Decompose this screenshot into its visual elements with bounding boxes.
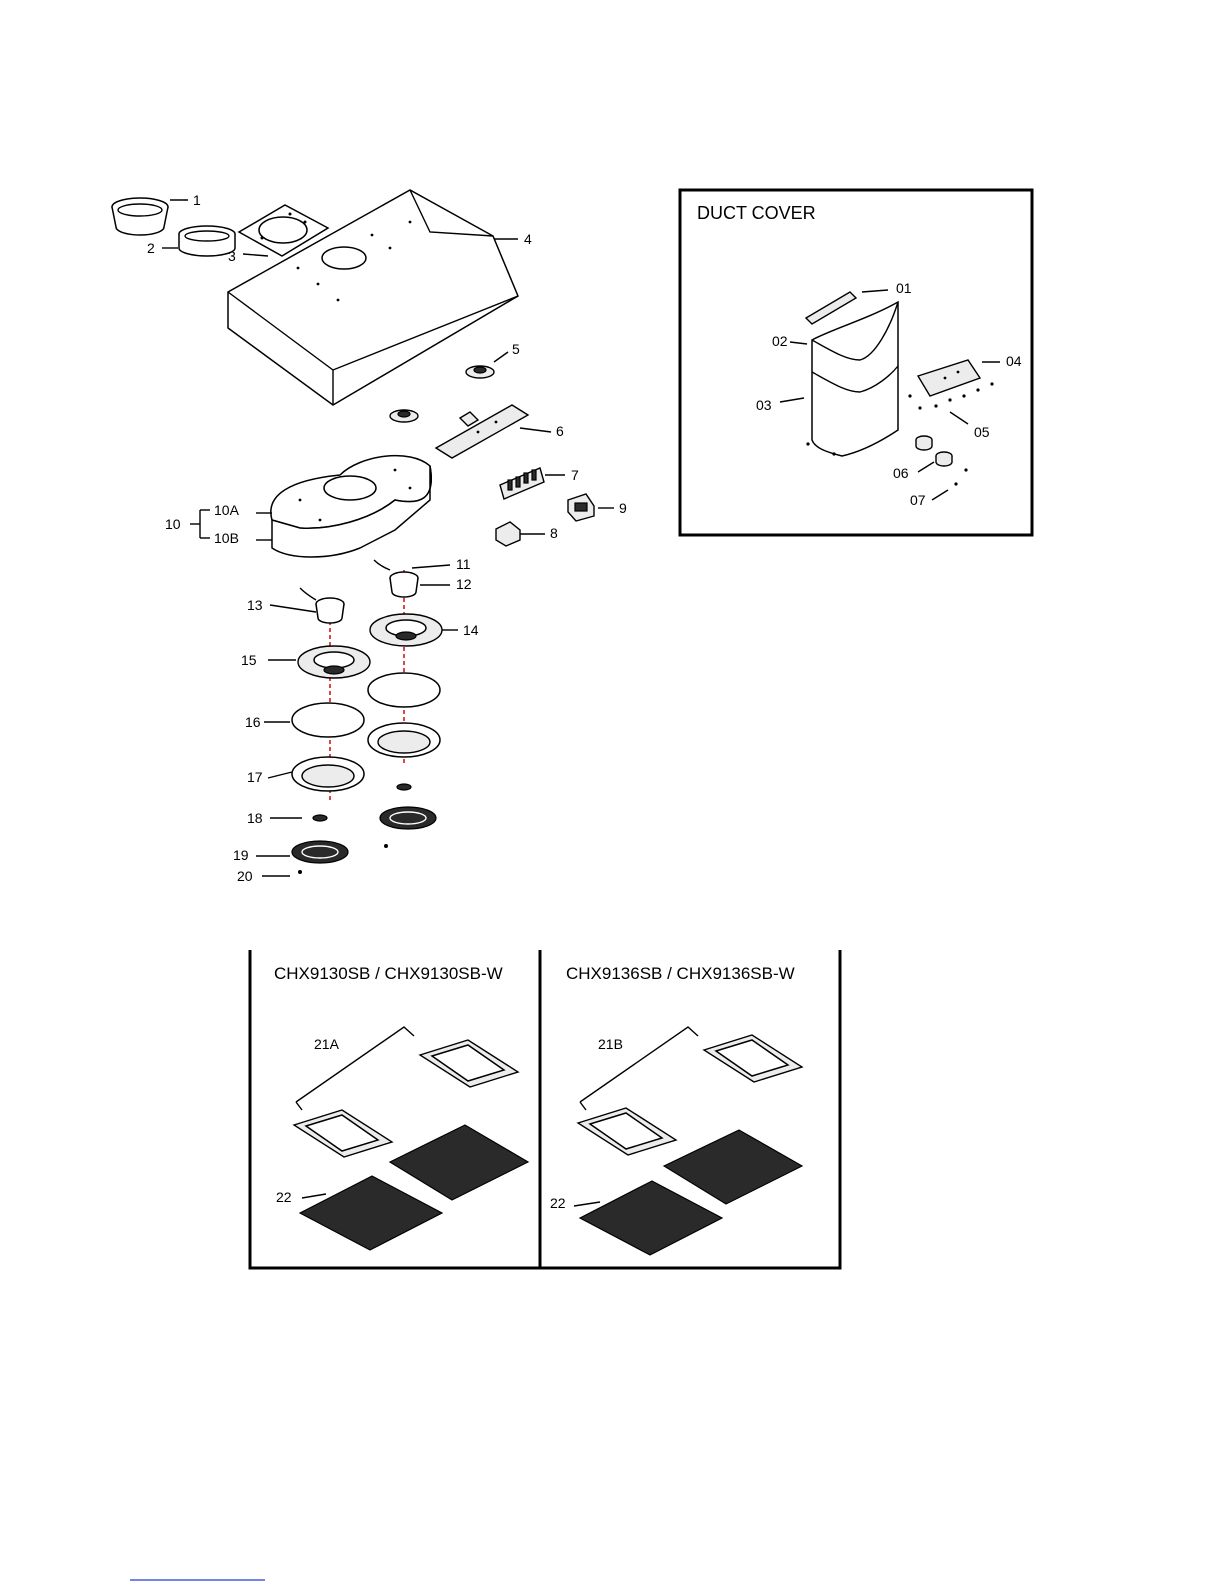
- duct-callout-02: 02: [772, 333, 788, 349]
- part-6-control-bracket: 6: [436, 405, 564, 458]
- duct-part-07-screws: 07: [910, 468, 968, 508]
- duct-part-03-cover-body: 02 03: [756, 302, 898, 456]
- callout-20: 20: [237, 868, 253, 884]
- callout-10a: 10A: [214, 502, 240, 518]
- right-charcoal-filters: 21B: [578, 1027, 802, 1155]
- part-15-left-blower-wheel: 15: [241, 646, 370, 678]
- duct-callout-07: 07: [910, 492, 926, 508]
- callout-10b: 10B: [214, 530, 239, 546]
- callout-18: 18: [247, 810, 263, 826]
- part-12-right-motor: 11 12: [374, 556, 472, 597]
- duct-callout-06: 06: [893, 465, 909, 481]
- callout-2: 2: [147, 240, 155, 256]
- left-grease-filters: 22: [276, 1125, 528, 1250]
- callout-19: 19: [233, 847, 249, 863]
- callout-8: 8: [550, 525, 558, 541]
- callout-17: 17: [247, 769, 263, 785]
- main-assembly: 1 2 3: [112, 190, 627, 884]
- right-model-title: CHX9136SB / CHX9136SB-W: [566, 964, 795, 983]
- part-8-connector-box: 8: [496, 522, 558, 546]
- duct-part-05-screws: 05: [908, 382, 993, 440]
- callout-11: 11: [456, 556, 471, 572]
- part-14-right-blower-wheel: 14: [370, 614, 479, 646]
- duct-callout-05: 05: [974, 424, 990, 440]
- callout-9: 9: [619, 500, 627, 516]
- callout-5: 5: [512, 341, 520, 357]
- callout-4: 4: [524, 231, 532, 247]
- callout-6: 6: [556, 423, 564, 439]
- left-callout-22: 22: [276, 1189, 292, 1205]
- left-model-title: CHX9130SB / CHX9130SB-W: [274, 964, 503, 983]
- callout-3: 3: [228, 248, 236, 264]
- part-19-vent-grille: 19: [233, 807, 436, 863]
- callout-1: 1: [193, 192, 201, 208]
- callout-12: 12: [456, 576, 472, 592]
- part-7-switch-block: 7: [500, 467, 579, 499]
- callout-14: 14: [463, 622, 479, 638]
- callout-13: 13: [247, 597, 263, 613]
- right-callout-22: 22: [550, 1195, 566, 1211]
- part-10-blower-housing: 10 10A 10B: [165, 456, 431, 557]
- duct-part-04-plate: 04: [918, 353, 1022, 396]
- callout-10: 10: [165, 516, 181, 532]
- duct-cover-title: DUCT COVER: [697, 203, 816, 223]
- duct-callout-03: 03: [756, 397, 772, 413]
- duct-part-06-bushings: 06: [893, 436, 952, 481]
- right-grease-filters: 22: [550, 1130, 802, 1255]
- filter-panel: CHX9130SB / CHX9130SB-W CHX9136SB / CHX9…: [250, 950, 840, 1268]
- left-callout-21a: 21A: [314, 1036, 340, 1052]
- callout-15: 15: [241, 652, 257, 668]
- duct-callout-04: 04: [1006, 353, 1022, 369]
- callout-16: 16: [245, 714, 261, 730]
- right-callout-21b: 21B: [598, 1036, 623, 1052]
- part-9-light-box: 9: [568, 494, 627, 521]
- duct-cover-panel: DUCT COVER 01 02 03 04: [680, 190, 1032, 535]
- part-13-left-motor: 13: [247, 588, 344, 623]
- callout-7: 7: [571, 467, 579, 483]
- duct-callout-01: 01: [896, 280, 912, 296]
